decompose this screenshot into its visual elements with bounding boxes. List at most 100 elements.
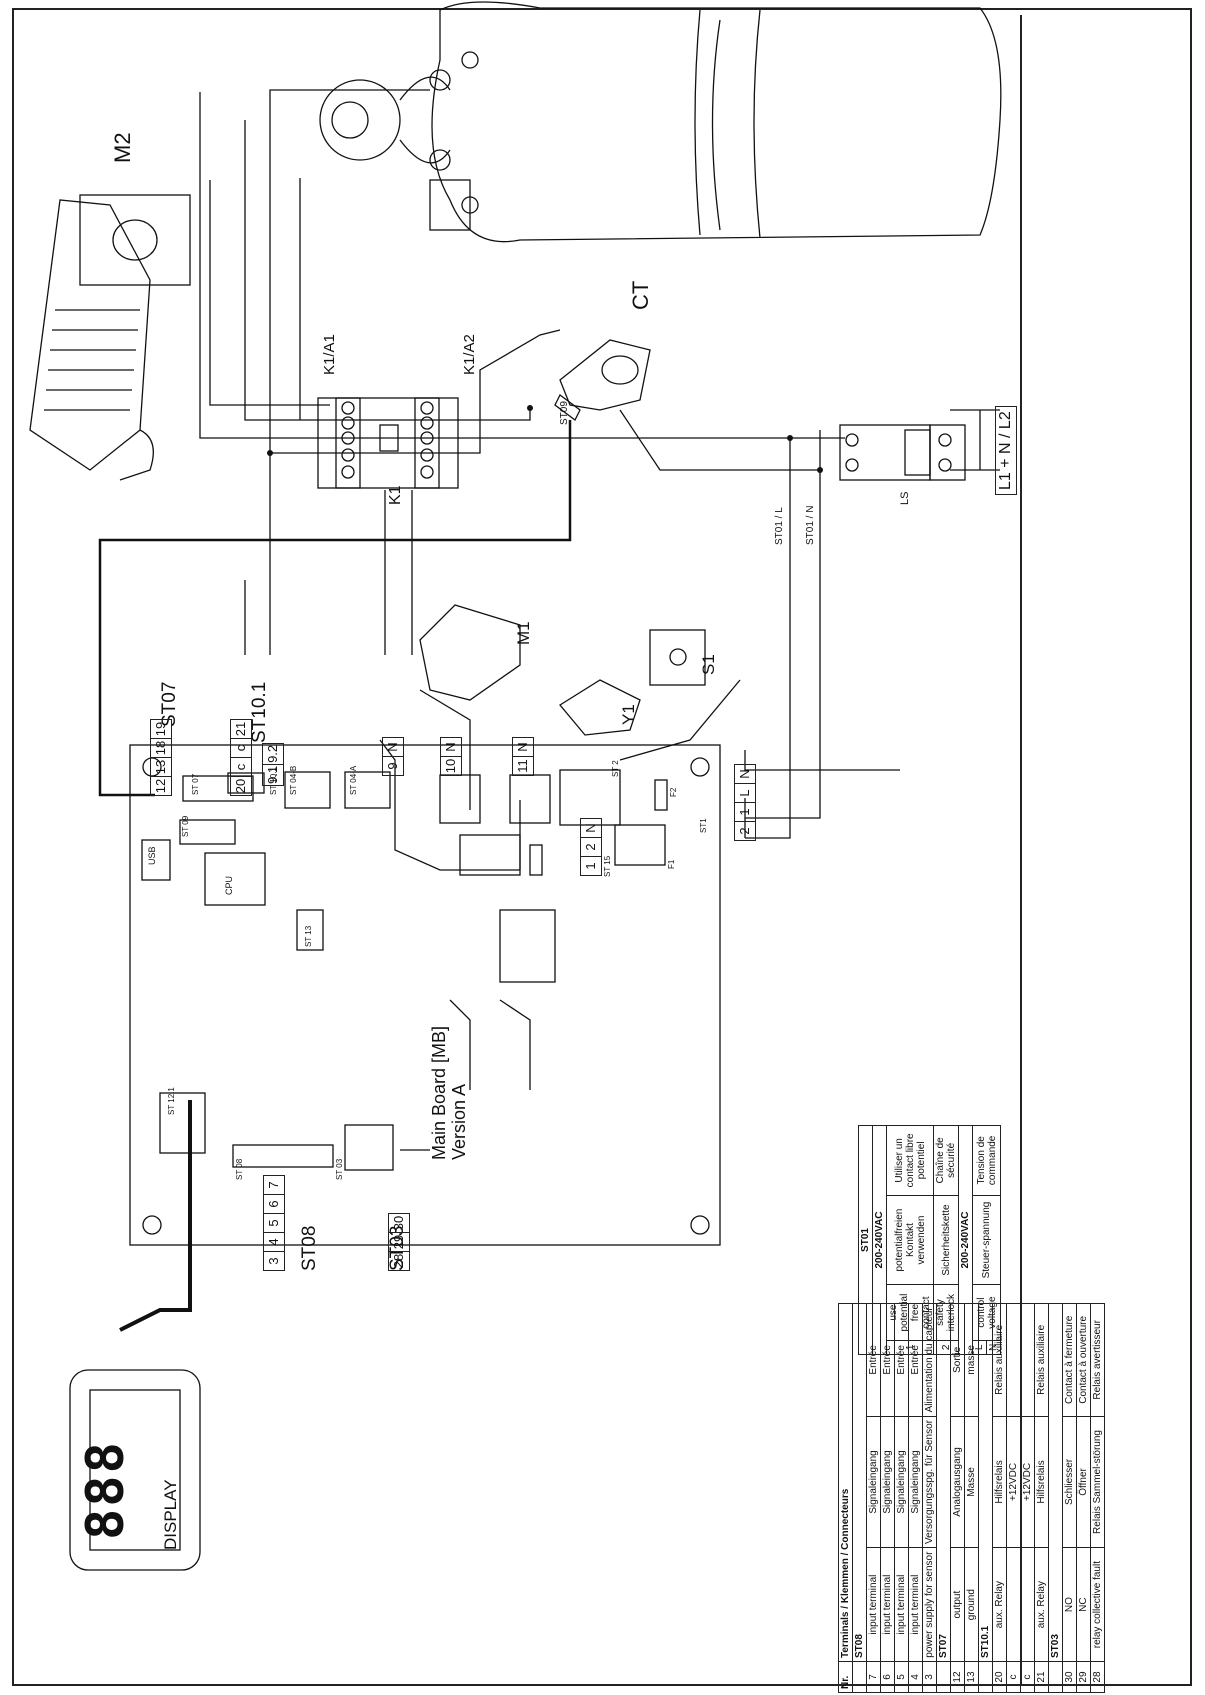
cell-nr: 4 — [908, 1661, 923, 1693]
col-nr: Nr. — [838, 1661, 853, 1693]
display-label: DISPLAY — [161, 1479, 180, 1550]
st09-header — [179, 819, 236, 845]
cpu-chip — [204, 852, 266, 906]
label-b-st03: ST 03 — [335, 1158, 344, 1180]
fuse-f2 — [654, 779, 668, 811]
st04b-header — [284, 771, 331, 809]
circuit-breaker-ls-drawing — [839, 424, 966, 481]
group-st07: ST07 — [936, 1303, 951, 1662]
cell-nr: 7 — [866, 1661, 881, 1693]
label-k1-a1: K1/A1 — [321, 334, 338, 375]
pin: 1 — [580, 856, 602, 876]
cell-fr: Entrée — [866, 1303, 881, 1417]
st03-connector — [344, 1124, 394, 1171]
pin: N — [382, 737, 404, 757]
pin: 29 — [388, 1232, 410, 1252]
pin: 3 — [263, 1251, 285, 1271]
st12-socket — [159, 1092, 206, 1154]
cell-fr: Sortie — [950, 1303, 965, 1417]
st07-header — [182, 775, 254, 802]
label-cpu: CPU — [224, 875, 234, 895]
group-st101: ST10.1 — [978, 1303, 993, 1662]
label-b-st2: ST 2 — [611, 760, 620, 777]
cell-de: Analogausgang — [950, 1416, 965, 1548]
label-usb: USB — [147, 846, 157, 865]
usb-port — [141, 839, 171, 881]
cell-fr: Entrée — [880, 1303, 895, 1417]
pin: 30 — [388, 1213, 410, 1233]
cell-fr: masse — [964, 1303, 979, 1417]
label-st10-1: ST10.1 — [249, 681, 270, 743]
label-b-st13: ST 13 — [304, 925, 313, 947]
cell-nr: 5 — [894, 1661, 909, 1693]
solenoid-valve-drawing — [559, 679, 641, 736]
st01-de: Sicherheitskette — [933, 1195, 959, 1285]
relay-2 — [509, 774, 551, 824]
group-st08: ST08 — [852, 1303, 867, 1662]
cell-en: input terminal — [880, 1547, 895, 1662]
pin: 10 — [440, 756, 462, 776]
label-b-st04a: ST 04-A — [349, 765, 358, 795]
label-b-st15: ST 15 — [603, 855, 612, 877]
label-b-st08: ST 08 — [235, 1158, 244, 1180]
pin: L — [734, 783, 756, 803]
relay-1 — [439, 774, 481, 824]
pin: 13 — [150, 757, 172, 777]
pin: 28 — [388, 1251, 410, 1271]
pin: N — [580, 818, 602, 838]
pin: N — [440, 737, 462, 757]
st15-connector — [459, 834, 521, 876]
pin: 9.2 — [262, 742, 284, 765]
st2-connector — [559, 769, 621, 826]
st08-header — [232, 1144, 334, 1168]
cell-de: Signaleingang — [866, 1416, 881, 1548]
label-ct: CT — [628, 280, 653, 310]
label-m1: M1 — [514, 621, 533, 645]
title-block — [1020, 15, 1197, 1685]
cell-de: Signaleingang — [894, 1416, 909, 1548]
pin: 12 — [150, 776, 172, 796]
blower-m2-drawing — [29, 194, 191, 481]
pin: 4 — [263, 1232, 285, 1252]
label-st09-wire: ST09 — [559, 401, 570, 425]
label-st08: ST08 — [299, 1225, 320, 1271]
pin: 1 — [734, 802, 756, 822]
label-s1: S1 — [699, 654, 718, 675]
st01-fr: Chaîne de sécurité — [933, 1125, 959, 1196]
st04a-header — [344, 771, 391, 809]
st01-fr: Utiliser un contact libre potentiel — [886, 1125, 934, 1196]
terminals-title: Terminals / Klemmen / Connecteurs — [838, 1303, 853, 1662]
label-k1: K1 — [387, 485, 404, 505]
pin: 5 — [263, 1213, 285, 1233]
display-housing — [69, 1369, 201, 1571]
board-title: Main Board [MB] — [429, 1025, 449, 1160]
cell-en: input terminal — [908, 1547, 923, 1662]
cell-nr: 13 — [964, 1661, 979, 1693]
cell-en: input terminal — [894, 1547, 909, 1662]
cell-fr: Alimentation du capteur — [922, 1303, 937, 1417]
label-ls: LS — [899, 491, 911, 505]
label-y1: Y1 — [619, 704, 638, 725]
pin: N — [734, 764, 756, 784]
pin: 21 — [230, 719, 252, 739]
label-b-st07: ST 07 — [191, 773, 200, 795]
cell-fr: Entrée — [894, 1303, 909, 1417]
cell-fr: Relais auxiliaire — [992, 1303, 1007, 1417]
label-b-st121: ST 12.1 — [167, 1087, 176, 1115]
contactor-k1-drawing — [317, 397, 459, 489]
st1-terminal — [614, 824, 666, 866]
pin: 9 — [382, 756, 404, 776]
label-b-st1: ST1 — [699, 818, 708, 833]
pin: 19 — [150, 719, 172, 739]
pin: 18 — [150, 738, 172, 758]
